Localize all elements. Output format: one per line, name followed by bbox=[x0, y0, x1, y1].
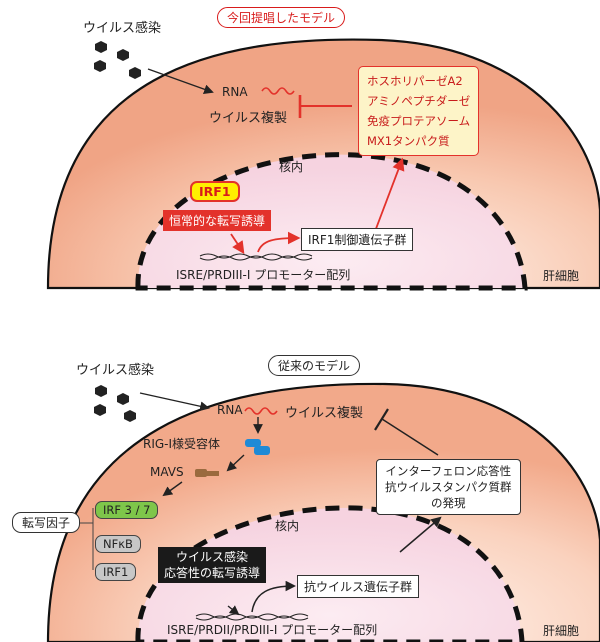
top-virus-replication: ウイルス複製 bbox=[209, 111, 288, 126]
virus-particles-bottom bbox=[94, 385, 136, 422]
red-arrow-to-genes bbox=[257, 231, 301, 253]
top-hepatocyte-label: 肝細胞 bbox=[543, 269, 580, 283]
bottom-mavs-label: MAVS bbox=[150, 465, 184, 479]
top-constitutive-box: 恒常的な転写誘導 bbox=[163, 210, 272, 231]
bottom-virus-replication: ウイルス複製 bbox=[285, 406, 364, 421]
to-ifn-arrow bbox=[399, 516, 442, 553]
bottom-rig-i-label: RIG-I様受容体 bbox=[143, 437, 221, 451]
dna-top bbox=[199, 253, 313, 261]
top-model-label: 今回提唱したモデル bbox=[217, 7, 346, 28]
bottom-hepatocyte-label: 肝細胞 bbox=[543, 624, 580, 638]
infection-arrow-top bbox=[147, 68, 214, 94]
bottom-induction-box: ウイルス感染 応答性の転写誘導 bbox=[158, 547, 267, 583]
red-arrow-to-effectors bbox=[373, 157, 405, 235]
effector-4: MX1タンパク質 bbox=[367, 134, 450, 148]
top-nucleus-label: 核内 bbox=[279, 160, 304, 174]
bottom-model-label: 従来のモデル bbox=[268, 355, 361, 376]
ifn-line-1: インターフェロン応答性 bbox=[385, 464, 512, 478]
induction-line-2: 応答性の転写誘導 bbox=[164, 566, 261, 580]
bottom-ifn-box: インターフェロン応答性 抗ウイルスタンパク質群 の発現 bbox=[376, 459, 521, 515]
to-antiviral-arrow bbox=[251, 580, 297, 613]
rig-to-mavs-arrow bbox=[226, 454, 245, 472]
induction-arrow bbox=[227, 605, 240, 616]
tf-irf37: IRF 3 / 7 bbox=[95, 501, 159, 519]
tf-irf1: IRF1 bbox=[95, 563, 137, 581]
mavs-to-tf-arrow bbox=[162, 481, 183, 497]
virus-particles-top bbox=[94, 41, 141, 79]
rna-wave-top bbox=[261, 87, 295, 95]
infection-arrow-bottom bbox=[139, 392, 210, 412]
top-effectors-box: ホスホリパーゼA2 アミノペプチダーゼ 免疫プロテアソーム MX1タンパク質 bbox=[358, 66, 480, 156]
bottom-rna: RNA bbox=[217, 403, 243, 417]
effector-1: ホスホリパーゼA2 bbox=[367, 74, 463, 88]
tf-nfkb: NFκB bbox=[95, 535, 141, 553]
induction-line-1: ウイルス感染 bbox=[176, 550, 249, 564]
inhibit-line-bottom bbox=[381, 418, 439, 456]
rna-wave-bottom bbox=[244, 407, 278, 415]
mavs-icon bbox=[195, 469, 219, 477]
bottom-promoter-label: ISRE/PRDII/PRDIII-I プロモーター配列 bbox=[167, 623, 378, 637]
effector-2: アミノペプチダーゼ bbox=[367, 94, 471, 108]
rig-i-receptor-icon bbox=[245, 439, 270, 455]
top-irf1-genes-box: IRF1制御遺伝子群 bbox=[301, 228, 414, 251]
tf-label: 転写因子 bbox=[12, 512, 81, 533]
top-virus-infection: ウイルス感染 bbox=[83, 21, 162, 36]
top-promoter-label: ISRE/PRDIII-I プロモーター配列 bbox=[176, 268, 351, 282]
ifn-line-3: の発現 bbox=[431, 496, 466, 510]
inhibit-bar-bottom bbox=[374, 408, 389, 431]
dna-bottom bbox=[195, 613, 309, 621]
red-arrow-constitutive bbox=[230, 233, 245, 255]
bottom-nucleus-label: 核内 bbox=[275, 519, 300, 533]
effector-3: 免疫プロテアソーム bbox=[367, 114, 471, 128]
top-irf1-badge: IRF1 bbox=[190, 181, 240, 202]
top-rna: RNA bbox=[222, 85, 248, 99]
ifn-line-2: 抗ウイルスタンパク質群 bbox=[385, 480, 512, 494]
bottom-antiviral-box: 抗ウイルス遺伝子群 bbox=[297, 575, 420, 598]
bottom-virus-infection: ウイルス感染 bbox=[76, 363, 155, 378]
